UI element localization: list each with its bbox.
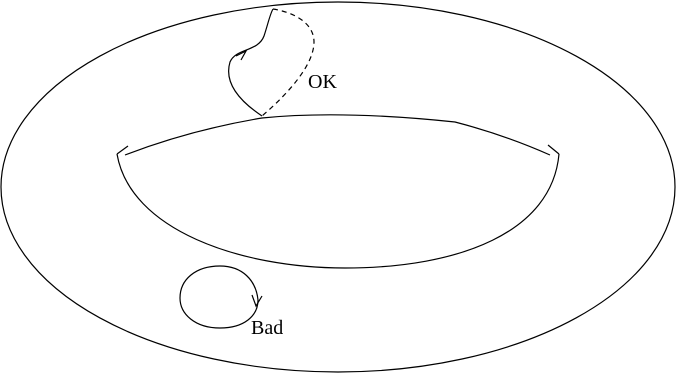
torus-hole-left-hook <box>116 145 129 155</box>
bad-loop-arrow-icon <box>251 294 263 308</box>
torus-hole-right-hook <box>547 144 560 155</box>
ok-loop-back-arc <box>261 8 315 117</box>
ok-label: OK <box>308 71 337 93</box>
torus-hole-lower-rim <box>116 153 560 269</box>
ok-loop-arrow-icon <box>235 49 248 61</box>
ok-loop-front-arc <box>228 8 274 117</box>
bad-label: Bad <box>251 317 283 339</box>
torus-hole-upper-rim <box>124 114 551 156</box>
bad-loop-circle <box>179 265 259 329</box>
